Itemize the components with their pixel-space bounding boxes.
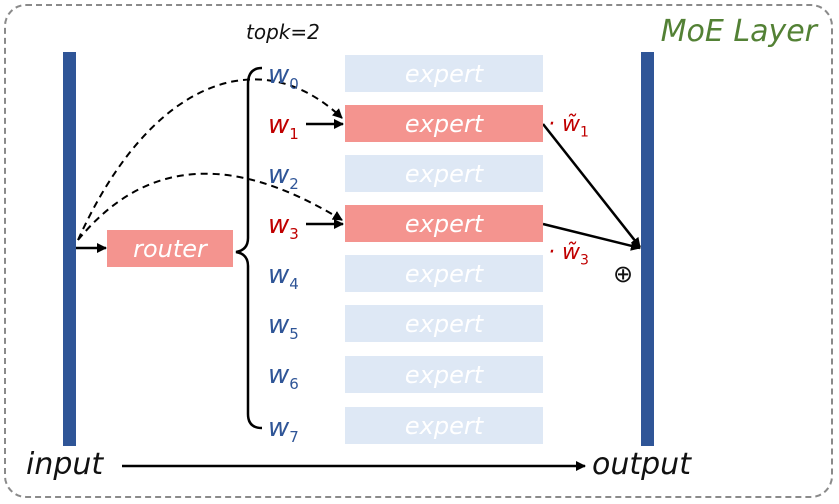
- expert-box-0: expert: [345, 55, 543, 92]
- input-bar: [63, 52, 76, 446]
- weight-label-3: w3: [268, 210, 299, 244]
- output-label: output: [592, 447, 691, 482]
- router-brace: [235, 66, 263, 430]
- weight-label-0: w0: [268, 60, 299, 94]
- weight-label-2: w2: [268, 160, 299, 194]
- expert-box-2: expert: [345, 155, 543, 192]
- expert-box-3: expert: [345, 205, 543, 242]
- weighted-output-3: · w̃3: [548, 240, 589, 269]
- dashed-arrow-expert-3: [77, 172, 343, 241]
- weight-label-5: w5: [268, 310, 299, 344]
- sum-icon: ⊕: [613, 260, 634, 288]
- router-box: router: [107, 230, 233, 267]
- output-bar: [641, 52, 654, 446]
- moe-layer-frame: [4, 4, 833, 498]
- expert-box-6: expert: [345, 356, 543, 393]
- expert-3-to-output-arrow: [542, 222, 641, 251]
- weight-label-1: w1: [268, 110, 299, 144]
- weight-label-7: w7: [268, 413, 299, 447]
- expert-box-5: expert: [345, 305, 543, 342]
- weighted-output-1: · w̃1: [548, 112, 589, 141]
- expert-box-4: expert: [345, 255, 543, 292]
- weight-label-6: w6: [268, 360, 299, 394]
- dashed-arrow-expert-1: [77, 78, 343, 241]
- moe-layer-title: MoE Layer: [660, 14, 817, 49]
- expert-1-to-output-arrow: [542, 123, 641, 248]
- topk-label: topk=2: [246, 20, 320, 44]
- expert-box-1: expert: [345, 105, 543, 142]
- input-label: input: [26, 447, 104, 482]
- weight-label-4: w4: [268, 260, 299, 294]
- expert-box-7: expert: [345, 407, 543, 444]
